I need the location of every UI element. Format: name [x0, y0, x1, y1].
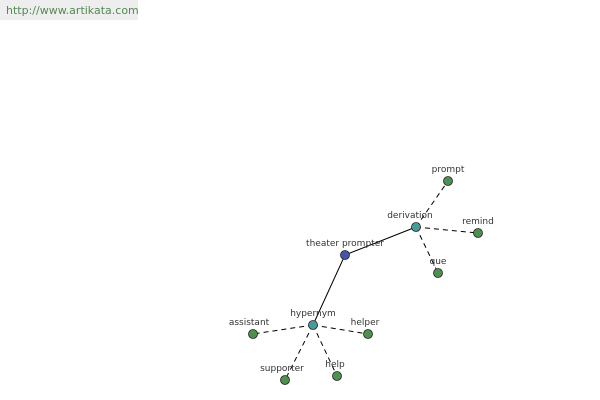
node-assistant[interactable]: assistant	[229, 318, 270, 339]
node-label-root[interactable]: theater prompter	[306, 239, 384, 249]
edge-hypernym-assistant	[252, 324, 314, 335]
url-bar: http://www.artikata.com	[0, 0, 139, 20]
edge-root-derivation	[344, 226, 417, 256]
node-supporter[interactable]: supporter	[260, 364, 304, 385]
node-label-que[interactable]: que	[430, 257, 447, 267]
edge-hypernym-helper	[312, 324, 369, 335]
node-dot-supporter[interactable]	[280, 375, 290, 385]
edge-hypernym-help	[312, 324, 338, 377]
node-dot-hypernym[interactable]	[308, 320, 318, 330]
node-dot-help[interactable]	[332, 371, 342, 381]
node-dot-helper[interactable]	[363, 329, 373, 339]
node-dot-assistant[interactable]	[248, 329, 258, 339]
node-prompt[interactable]: prompt	[432, 165, 465, 186]
edge-hypernym-supporter	[284, 324, 314, 381]
node-help[interactable]: help	[325, 360, 345, 381]
edge-root-hypernym	[312, 254, 346, 326]
node-derivation[interactable]: derivation	[387, 211, 433, 232]
node-label-help[interactable]: help	[325, 360, 345, 370]
node-root[interactable]: theater prompter	[306, 239, 384, 260]
node-label-assistant[interactable]: assistant	[229, 318, 270, 328]
node-hypernym[interactable]: hypernym	[290, 309, 336, 330]
node-label-prompt[interactable]: prompt	[432, 165, 465, 175]
site-url-link[interactable]: http://www.artikata.com	[6, 4, 139, 17]
node-dot-que[interactable]	[433, 268, 443, 278]
node-helper[interactable]: helper	[351, 318, 380, 339]
node-remind[interactable]: remind	[462, 217, 494, 238]
node-label-derivation[interactable]: derivation	[387, 211, 433, 221]
node-label-remind[interactable]: remind	[462, 217, 494, 227]
graph-edges	[252, 180, 479, 381]
edge-derivation-prompt	[415, 180, 449, 228]
node-dot-derivation[interactable]	[411, 222, 421, 232]
node-dot-root[interactable]	[340, 250, 350, 260]
node-label-helper[interactable]: helper	[351, 318, 380, 328]
node-dot-remind[interactable]	[473, 228, 483, 238]
graph-nodes: theater prompter derivation prompt remind qu…	[229, 165, 494, 385]
node-que[interactable]: que	[430, 257, 447, 278]
node-label-hypernym[interactable]: hypernym	[290, 309, 336, 319]
node-label-supporter[interactable]: supporter	[260, 364, 304, 374]
edge-derivation-remind	[415, 226, 479, 234]
node-dot-prompt[interactable]	[443, 176, 453, 186]
